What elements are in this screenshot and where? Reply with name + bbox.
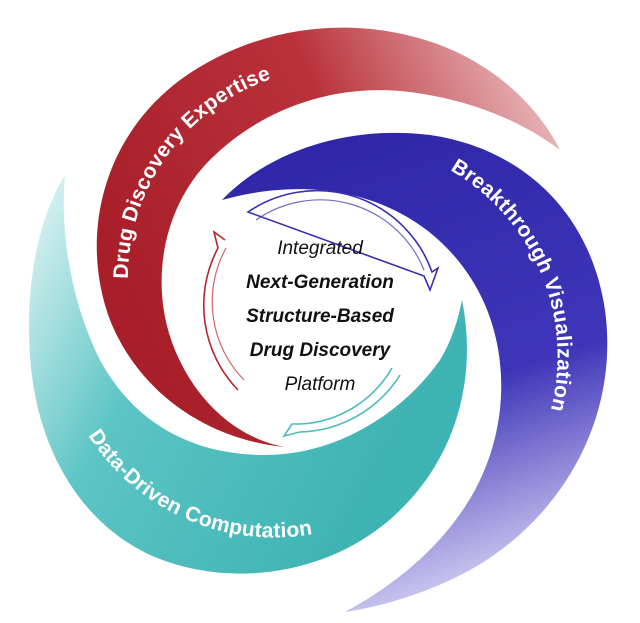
- center-line-next-generation: Next-Generation: [246, 272, 394, 293]
- inner-arrow-red-inner: [211, 247, 245, 381]
- inner-arrow-blue-inner: [255, 199, 425, 271]
- center-line-drug-discovery: Drug Discovery: [249, 340, 391, 361]
- center-title: Integrated Next-Generation Structure-Bas…: [220, 232, 420, 402]
- inner-arrow-teal: [282, 367, 401, 438]
- inner-arrow-red: [202, 230, 239, 391]
- center-line-structure-based: Structure-Based: [246, 306, 394, 327]
- center-line-integrated: Integrated: [277, 238, 363, 259]
- teal-swirl-arm: [29, 175, 467, 574]
- blue-swirl-arm: [222, 132, 608, 612]
- red-swirl-arm: [96, 27, 560, 447]
- inner-arrow-blue: [246, 189, 440, 293]
- center-line-platform: Platform: [284, 374, 356, 395]
